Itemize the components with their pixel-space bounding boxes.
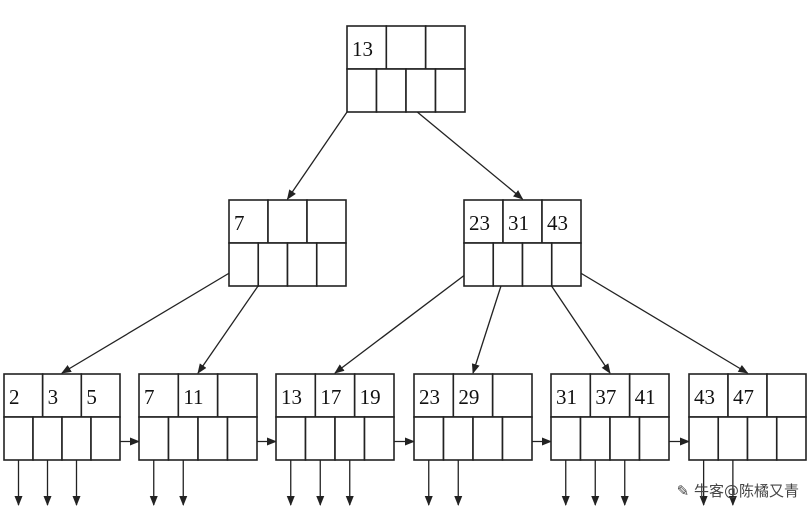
leaf-node-4-pointer-cell-3: [638, 416, 670, 461]
leaf-node-3-pointer-cell-3: [501, 416, 533, 461]
root-node-pointer-cell-3: [434, 68, 466, 113]
internal-node-1-key-2: 43: [547, 211, 568, 235]
leaf-node-2-key-0: 13: [281, 385, 302, 409]
leaf-node-4: 31 37 41: [550, 373, 670, 461]
leaf-node-1-pointer-cell-2: [197, 416, 229, 461]
leaf-node-3-pointer-cell-2: [472, 416, 504, 461]
root-node-key-cell-2: [424, 25, 466, 70]
leaf-node-4-key-1: 37: [595, 385, 616, 409]
internal-node-0-key-cell-1: [267, 199, 308, 244]
internal-node-1-pointer-cell-2: [521, 242, 553, 287]
leaf-node-5-pointer-cell-0: [688, 416, 720, 461]
leaf-node-5-key-1: 47: [733, 385, 754, 409]
root-node-pointer-cell-2: [405, 68, 437, 113]
leaf-node-2-key-1: 17: [320, 385, 341, 409]
leaf-node-0-key-0: 2: [9, 385, 20, 409]
root-node-key-cell-1: [385, 25, 427, 70]
edge-internal-1-to-leaf-5: [566, 263, 749, 374]
internal-node-1: 23 31 43: [463, 199, 582, 287]
leaf-node-3: 23 29: [413, 373, 533, 461]
leaf-node-2-pointer-cell-3: [363, 416, 395, 461]
leaf-node-0-pointer-cell-1: [32, 416, 63, 461]
leaf-node-1-pointer-cell-0: [138, 416, 170, 461]
internal-node-1-key-cell-1: [502, 199, 543, 244]
leaf-node-1-key-0: 7: [144, 385, 155, 409]
leaf-node-2-pointer-cell-2: [334, 416, 366, 461]
internal-node-0-key-0: 7: [234, 211, 245, 235]
internal-node-0: 7: [228, 199, 347, 287]
leaf-node-5-key-0: 43: [694, 385, 715, 409]
edge-internal-0-to-leaf-0: [61, 263, 244, 374]
internal-node-0-pointer-cell-3: [315, 242, 347, 287]
leaf-node-4-key-0: 31: [556, 385, 577, 409]
leaf-node-2-pointer-cell-0: [275, 416, 307, 461]
leaf-node-5-pointer-cell-2: [746, 416, 778, 461]
internal-node-1-key-1: 31: [508, 211, 529, 235]
leaf-node-3-key-1: 29: [458, 385, 479, 409]
watermark-icon: ✎: [676, 482, 690, 500]
internal-node-0-pointer-cell-0: [228, 242, 260, 287]
leaf-node-2-key-cell-2: [353, 373, 395, 418]
leaf-node-1-pointer-cell-3: [226, 416, 258, 461]
leaf-node-3-key-cell-2: [491, 373, 533, 418]
leaf-node-5-key-cell-2: [766, 373, 807, 418]
leaf-node-5-pointer-cell-1: [717, 416, 749, 461]
leaf-node-3-pointer-cell-0: [413, 416, 445, 461]
leaf-node-1: 7 11: [138, 373, 258, 461]
leaf-node-2-key-2: 19: [360, 385, 381, 409]
leaf-node-5: 43 47: [688, 373, 807, 461]
leaf-node-0-pointer-cell-0: [3, 416, 34, 461]
leaf-node-0-key-2: 5: [86, 385, 97, 409]
internal-node-0-pointer-cell-2: [286, 242, 318, 287]
leaf-node-5-pointer-cell-3: [775, 416, 807, 461]
root-node-key-cell-0: [346, 25, 388, 70]
leaf-node-2: 13 17 19: [275, 373, 395, 461]
internal-node-0-key-cell-2: [306, 199, 347, 244]
root-node-pointer-cell-0: [346, 68, 378, 113]
leaf-node-0-key-1: 3: [48, 385, 59, 409]
leaf-node-0-pointer-cell-2: [61, 416, 92, 461]
leaf-node-0-pointer-cell-3: [90, 416, 121, 461]
leaf-node-3-key-0: 23: [419, 385, 440, 409]
leaf-node-0-key-cell-0: [3, 373, 44, 418]
internal-node-0-pointer-cell-1: [257, 242, 289, 287]
internal-node-1-key-0: 23: [469, 211, 490, 235]
leaf-node-1-key-1: 11: [183, 385, 203, 409]
root-node-pointer-cell-1: [375, 68, 407, 113]
watermark-text: 牛客@陈橘又青: [693, 482, 799, 500]
internal-node-1-pointer-cell-1: [492, 242, 524, 287]
leaf-node-3-pointer-cell-1: [442, 416, 474, 461]
leaf-node-2-pointer-cell-1: [304, 416, 336, 461]
root-node: 13: [346, 25, 466, 113]
leaf-node-1-key-cell-2: [216, 373, 258, 418]
leaf-node-0: 2 3 5: [3, 373, 121, 461]
internal-node-1-pointer-cell-0: [463, 242, 495, 287]
leaf-node-1-pointer-cell-1: [167, 416, 199, 461]
leaf-node-4-key-2: 41: [635, 385, 656, 409]
leaf-node-3-key-cell-0: [413, 373, 455, 418]
leaf-node-4-pointer-cell-2: [609, 416, 641, 461]
root-node-key-0: 13: [352, 37, 373, 61]
edge-internal-1-to-leaf-2: [334, 263, 480, 374]
leaf-node-4-pointer-cell-1: [579, 416, 611, 461]
leaf-node-0-key-cell-1: [41, 373, 83, 418]
leaf-node-4-pointer-cell-0: [550, 416, 582, 461]
leaf-node-4-key-cell-1: [589, 373, 631, 418]
watermark: ✎ 牛客@陈橘又青: [677, 480, 799, 501]
internal-node-1-pointer-cell-3: [550, 242, 582, 287]
